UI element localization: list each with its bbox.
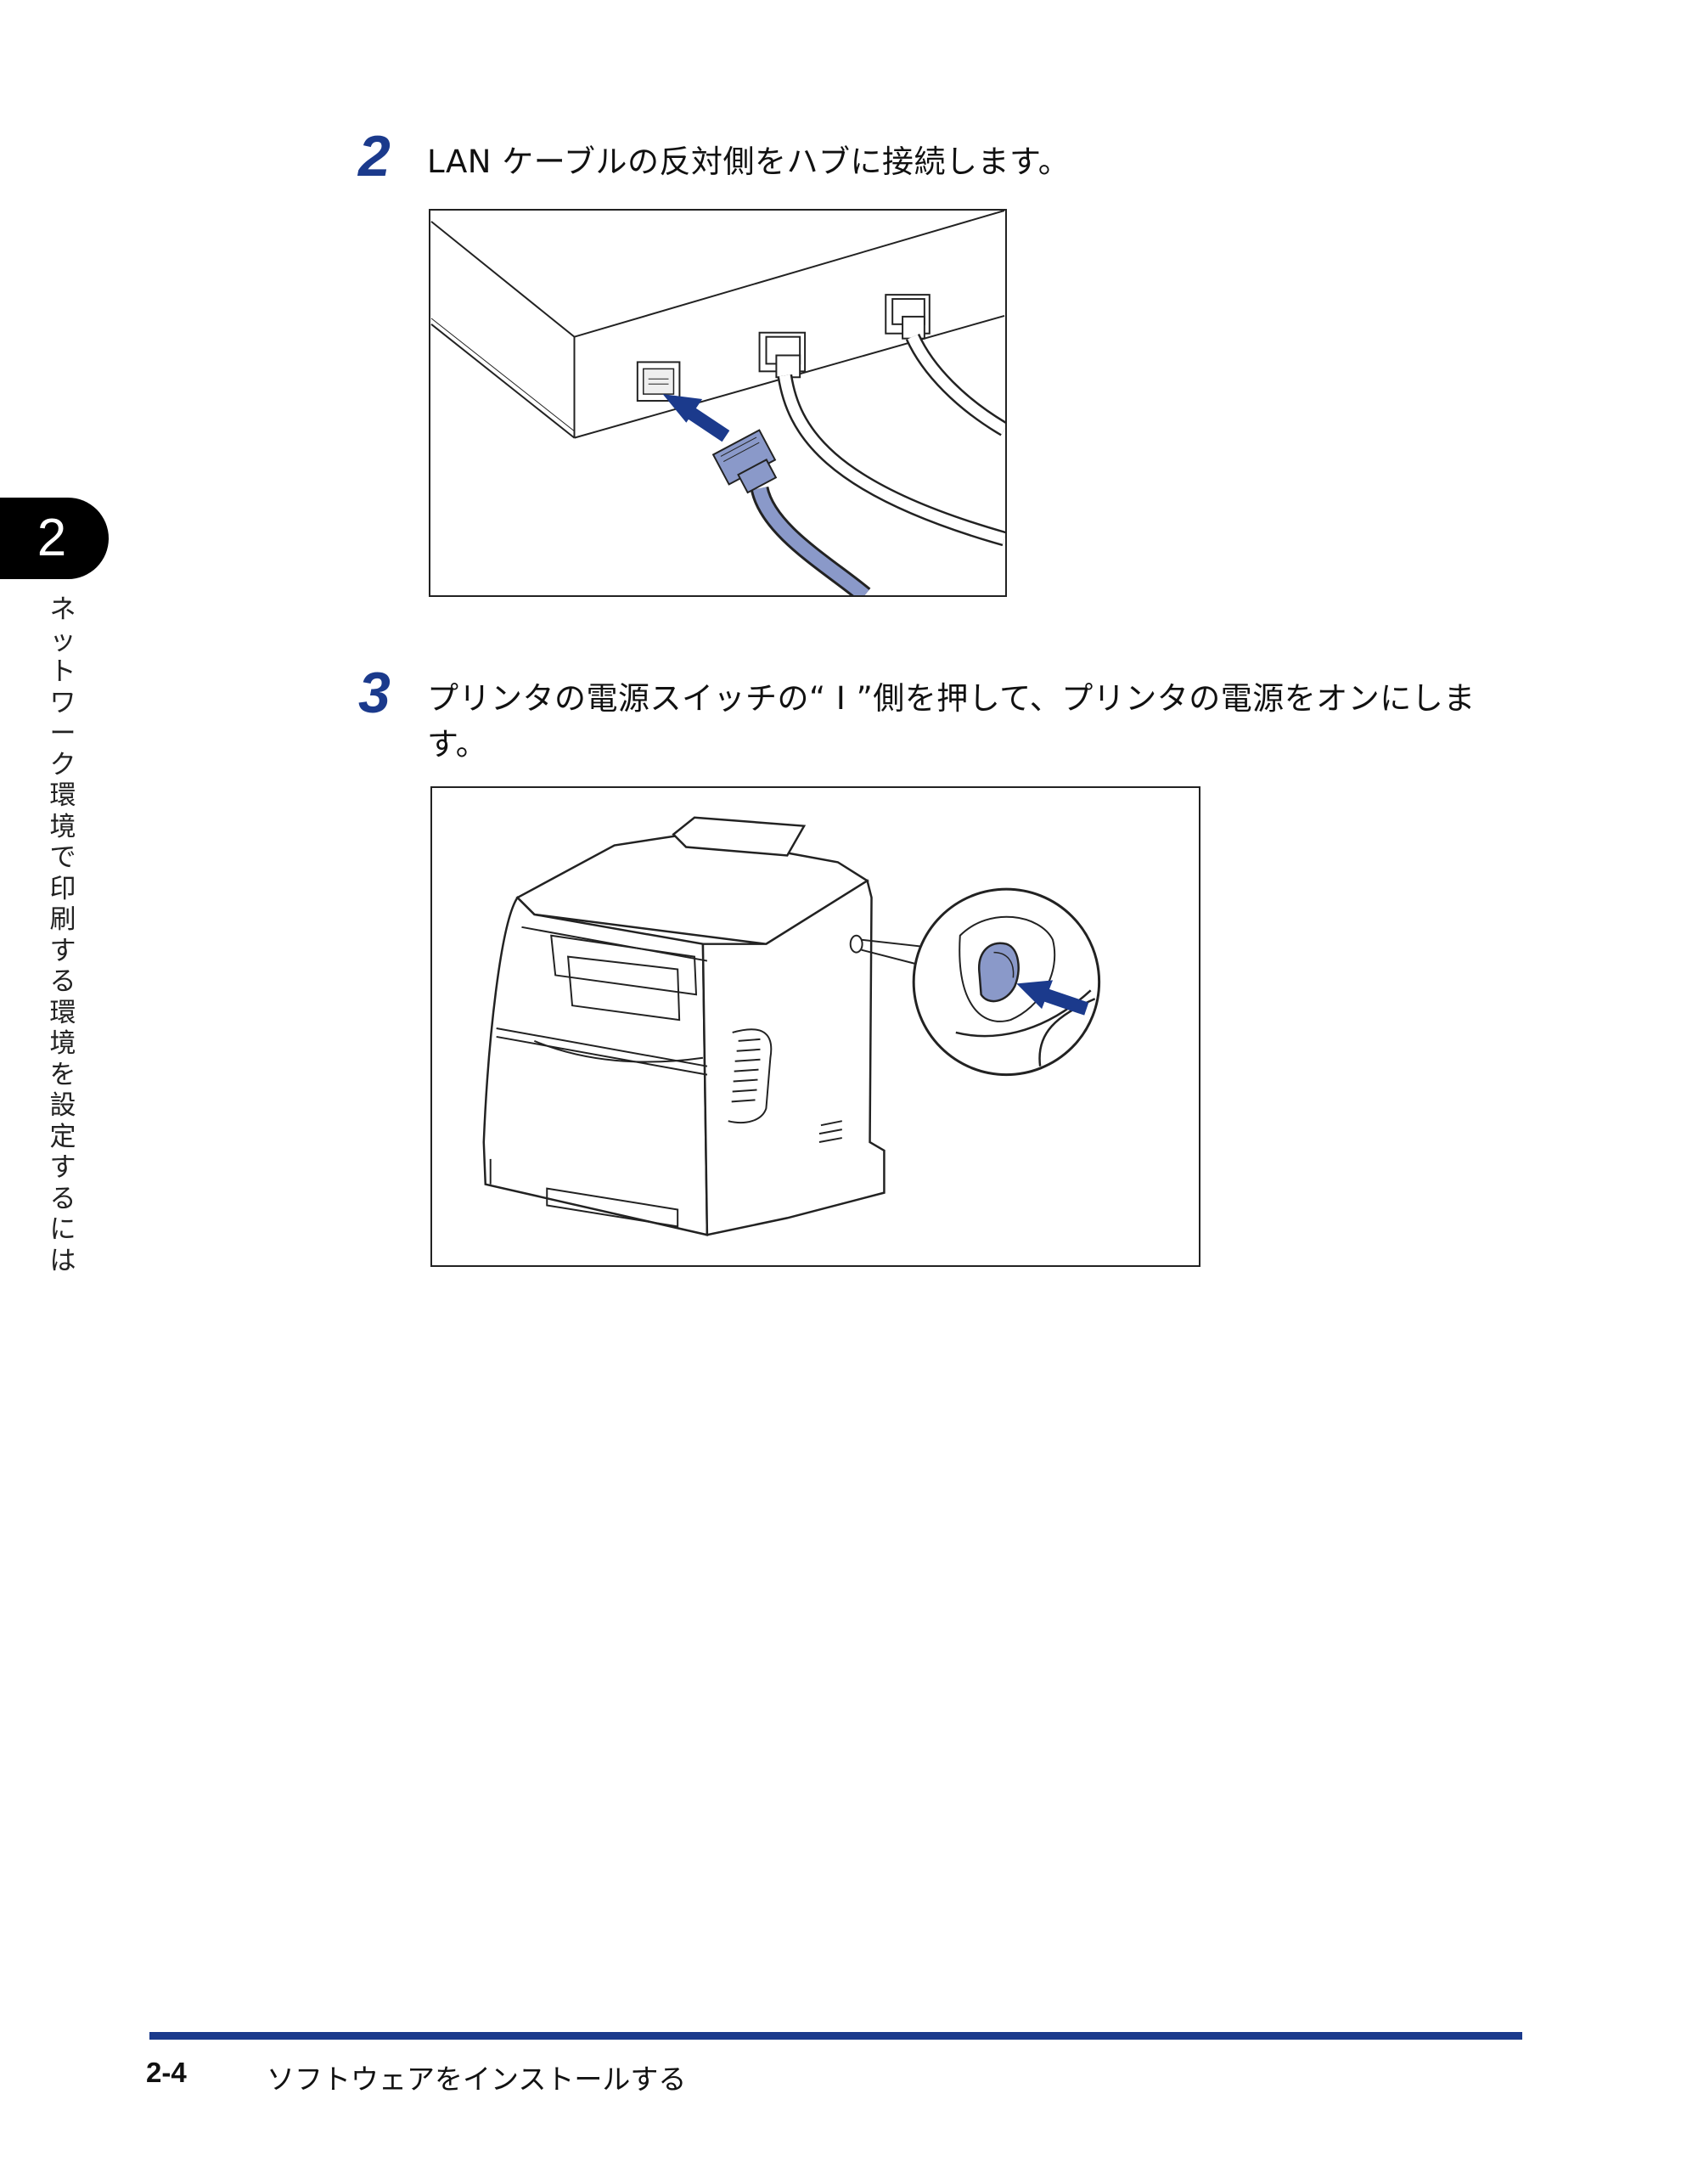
power-switch-icon bbox=[978, 942, 1020, 1003]
footer-rule bbox=[149, 2032, 1522, 2040]
printer-power-figure bbox=[430, 786, 1200, 1267]
chapter-tab bbox=[0, 498, 109, 579]
chapter-number: 2 bbox=[37, 509, 67, 567]
footer-page-number: 2-4 bbox=[146, 2057, 187, 2088]
hub-connection-figure bbox=[429, 209, 1007, 597]
press-arrow-icon bbox=[1016, 980, 1089, 1016]
printer-illustration bbox=[482, 816, 1101, 1236]
connected-port-3-icon bbox=[885, 294, 1005, 436]
footer-section-title: ソフトウェアをインストールする bbox=[267, 2063, 687, 2096]
chapter-title: ネットワーク環境で印刷する環境を設定するには bbox=[49, 594, 76, 1276]
insert-arrow-icon bbox=[662, 394, 730, 442]
hub-illustration bbox=[430, 211, 1005, 595]
power-switch-zoom-icon bbox=[912, 887, 1101, 1077]
printer-icon bbox=[482, 816, 886, 1236]
step-3-text: プリンタの電源スイッチの“ I ”側を押して、プリンタの電源をオンにします。 bbox=[427, 680, 1476, 763]
connected-port-2-icon bbox=[758, 331, 1005, 547]
step-2-number: 2 bbox=[358, 124, 391, 189]
step-2-text: LAN ケーブルの反対側をハブに接続します。 bbox=[427, 144, 1071, 180]
empty-port-icon bbox=[636, 361, 681, 402]
lan-cable-plug-icon bbox=[711, 429, 871, 595]
step-3-number: 3 bbox=[358, 661, 391, 725]
